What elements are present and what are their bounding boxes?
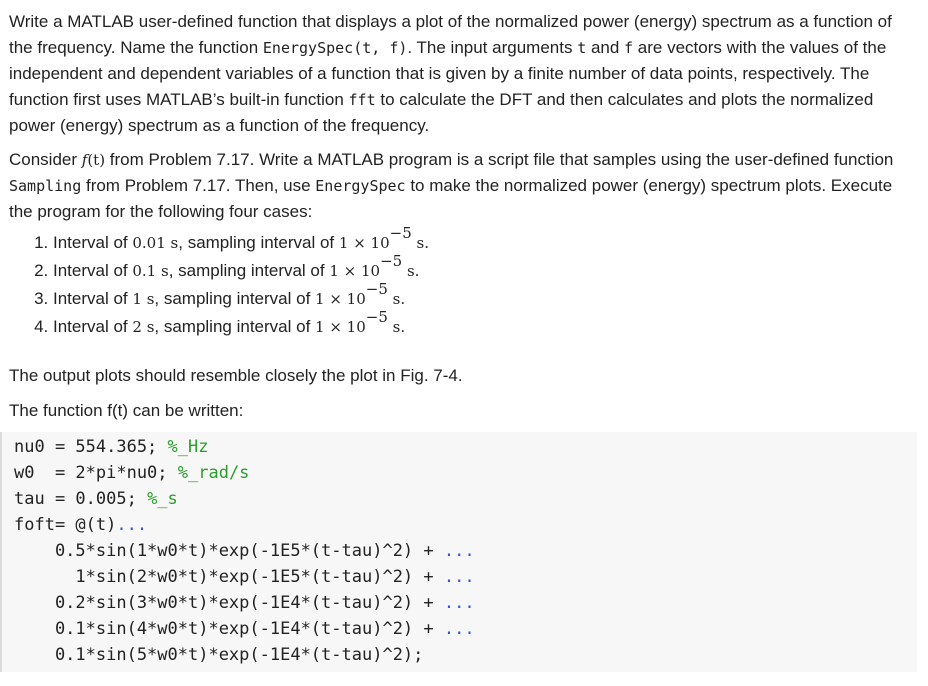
math-base: 1 × 10 xyxy=(315,290,366,308)
code-line: 0.1*sin(5*w0*t)*exp(-1E4*(t-tau)^2); xyxy=(14,642,917,668)
math-unit: s. xyxy=(387,318,406,336)
code-text: w0 = 2*pi*nu0; xyxy=(14,463,178,483)
code-line: foft= @(t)... xyxy=(14,512,917,538)
code-f: f xyxy=(624,39,634,57)
math-exponent: −5 xyxy=(365,308,388,327)
text: Interval of xyxy=(53,261,133,280)
math-exponent: −5 xyxy=(380,252,403,271)
math-unit: s xyxy=(141,318,155,336)
list-item: Interval of 0.1 s, sampling interval of … xyxy=(53,254,919,285)
paren: ) xyxy=(398,39,408,57)
math-exponent: −5 xyxy=(389,224,412,243)
code-line: tau = 0.005; %_s xyxy=(14,486,917,512)
code-t: t xyxy=(577,39,587,57)
list-item: Interval of 2 s, sampling interval of 1 … xyxy=(53,310,919,341)
paragraph-consider: Consider f(t) from Problem 7.17. Write a… xyxy=(9,147,919,225)
text: Interval of xyxy=(53,233,133,252)
code-sampling: Sampling xyxy=(9,177,82,195)
code-text: 1*sin(2*w0*t)*exp(-1E5*(t-tau)^2) + xyxy=(14,567,444,587)
continuation-dots: ... xyxy=(443,567,475,587)
math-value: 1 xyxy=(132,290,142,308)
continuation-dots: ... xyxy=(443,593,475,613)
code-text: 0.1*sin(5*w0*t)*exp(-1E4*(t-tau)^2); xyxy=(14,645,424,665)
code-text: tau = 0.005; xyxy=(14,489,148,509)
code-energyspec: EnergySpec xyxy=(315,177,406,195)
code-line: 0.1*sin(4*w0*t)*exp(-1E4*(t-tau)^2) + ..… xyxy=(14,616,917,642)
code-line: nu0 = 554.365; %_Hz xyxy=(14,434,917,460)
continuation-dots: ... xyxy=(116,515,148,535)
paragraph-function: The function f(t) can be written: xyxy=(9,401,244,420)
paragraph-output: The output plots should resemble closely… xyxy=(9,366,463,385)
paragraph-task: Write a MATLAB user-defined function tha… xyxy=(9,9,919,139)
code-text: 0.2*sin(3*w0*t)*exp(-1E4*(t-tau)^2) + xyxy=(14,593,444,613)
arg-t: t xyxy=(362,39,372,57)
text: Interval of xyxy=(53,317,133,336)
text: , sampling interval of xyxy=(154,317,316,336)
code-block: nu0 = 554.365; %_Hz w0 = 2*pi*nu0; %_rad… xyxy=(0,432,917,672)
math-unit: s xyxy=(156,262,169,280)
text: . The input arguments xyxy=(407,38,578,57)
list-item: Interval of 1 s, sampling interval of 1 … xyxy=(53,282,919,313)
math-f: f xyxy=(81,151,88,169)
text: Consider xyxy=(9,150,82,169)
code-text: 0.5*sin(1*w0*t)*exp(-1E5*(t-tau)^2) + xyxy=(14,541,444,561)
math-arg: (t) xyxy=(87,151,106,169)
math-unit: s xyxy=(165,234,179,252)
math-unit: s. xyxy=(402,262,420,280)
code-text: 0.1*sin(4*w0*t)*exp(-1E4*(t-tau)^2) + xyxy=(14,619,444,639)
math-value: 0.1 xyxy=(132,262,157,280)
math-unit: s. xyxy=(387,290,406,308)
math-base: 1 × 10 xyxy=(315,318,366,336)
math-base: 1 × 10 xyxy=(329,262,381,280)
paren: ( xyxy=(353,39,363,57)
text: Write a MATLAB user-defined function tha… xyxy=(9,12,892,57)
comma: , xyxy=(371,39,390,57)
text: and xyxy=(586,38,625,57)
text: to calculate the DFT and then calculates… xyxy=(9,90,874,135)
continuation-dots: ... xyxy=(443,619,475,639)
arg-f: f xyxy=(389,39,399,57)
code-comment: %_rad/s xyxy=(177,463,250,483)
text: , sampling interval of xyxy=(168,261,330,280)
text: , sampling interval of xyxy=(154,289,316,308)
code-line: 1*sin(2*w0*t)*exp(-1E5*(t-tau)^2) + ... xyxy=(14,564,917,590)
text: from Problem 7.17. Then, use xyxy=(81,176,316,195)
text: to make the normalized power (energy) sp… xyxy=(9,176,893,221)
math-exponent: −5 xyxy=(365,280,388,299)
text: are vectors with the values of the indep… xyxy=(9,38,887,109)
code-line: 0.5*sin(1*w0*t)*exp(-1E5*(t-tau)^2) + ..… xyxy=(14,538,917,564)
function-name: EnergySpec xyxy=(262,39,354,57)
math-value: 0.01 xyxy=(132,234,166,252)
math-base: 1 × 10 xyxy=(338,234,390,252)
math-unit: s xyxy=(141,290,155,308)
math-value: 2 xyxy=(132,318,142,336)
code-comment: %_s xyxy=(147,489,178,509)
text: , sampling interval of xyxy=(178,233,339,252)
text: Interval of xyxy=(53,289,133,308)
math-unit: s. xyxy=(411,234,429,252)
continuation-dots: ... xyxy=(443,541,475,561)
code-text: foft= @(t) xyxy=(14,515,117,535)
cases-list: Interval of 0.01 s, sampling interval of… xyxy=(9,226,919,341)
text: from Problem 7.17. Write a MATLAB progra… xyxy=(105,150,894,169)
code-line: w0 = 2*pi*nu0; %_rad/s xyxy=(14,460,917,486)
list-item: Interval of 0.01 s, sampling interval of… xyxy=(53,226,919,257)
document-page: Write a MATLAB user-defined function tha… xyxy=(0,0,919,672)
code-text: nu0 = 554.365; xyxy=(14,437,168,457)
code-comment: %_Hz xyxy=(167,437,209,457)
code-line: 0.2*sin(3*w0*t)*exp(-1E4*(t-tau)^2) + ..… xyxy=(14,590,917,616)
code-fft: fft xyxy=(348,91,376,109)
